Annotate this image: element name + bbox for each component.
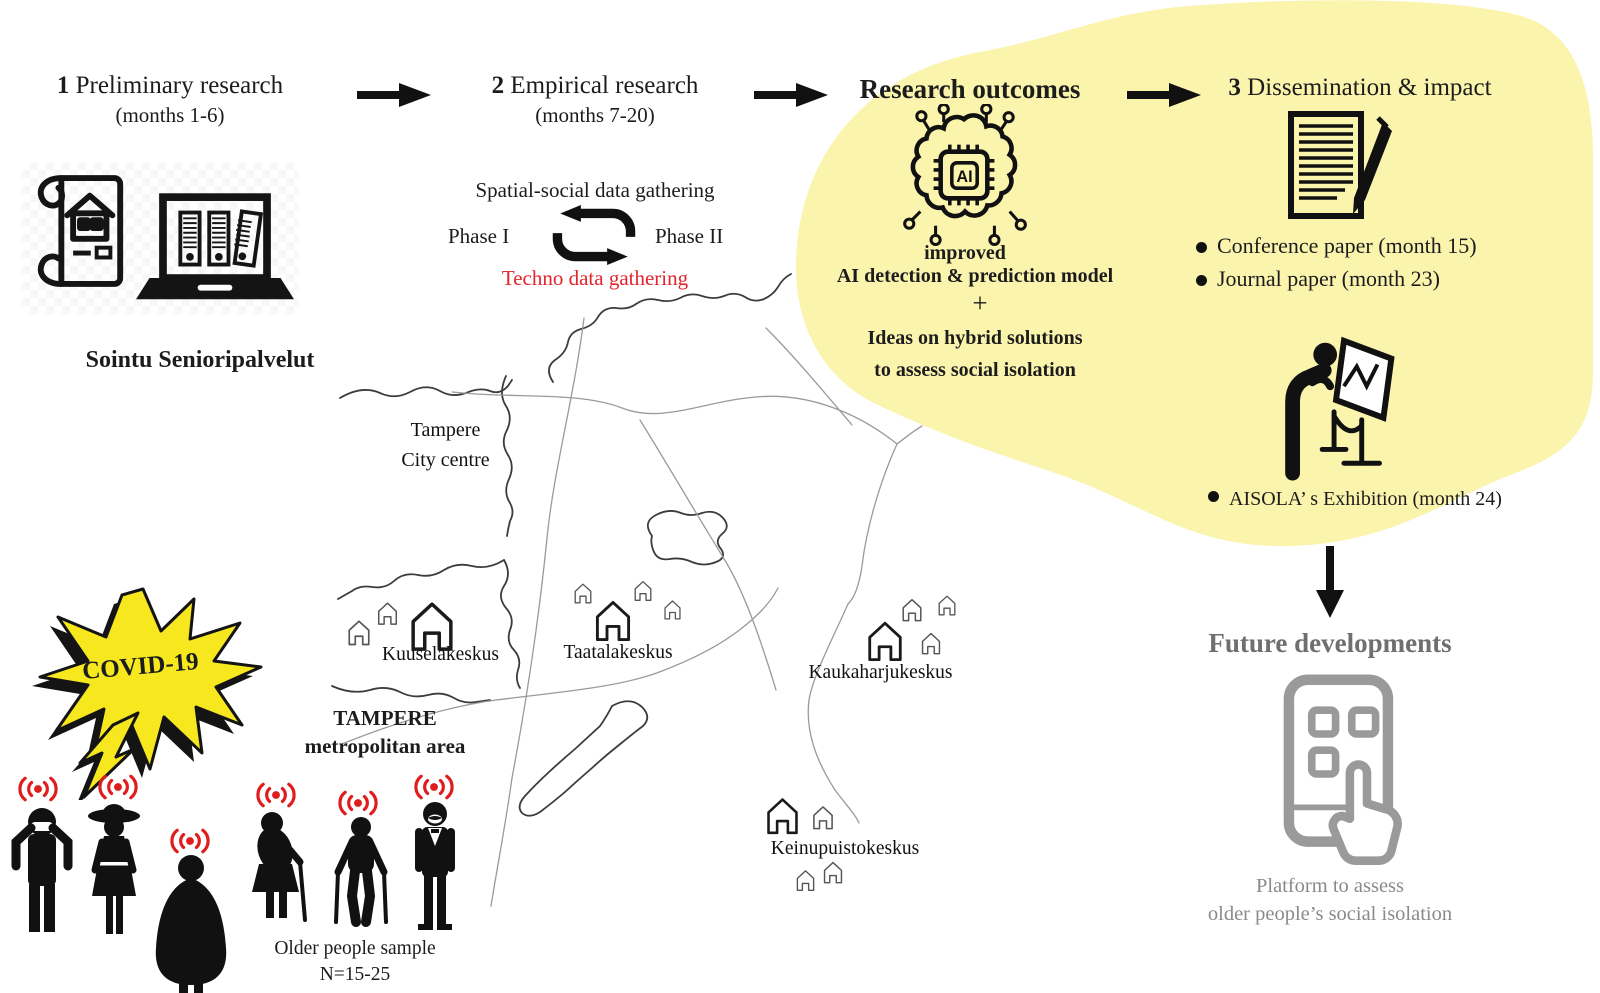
sample-caption-line1: Older people sample (274, 938, 436, 959)
future-caption-line2: older people’s social isolation (1207, 903, 1453, 925)
step2-header: 2 Empirical research (months 7-20) (450, 72, 740, 128)
step3-number: 3 (1228, 74, 1241, 101)
covid-burst-icon (32, 587, 263, 800)
house-icon (634, 581, 652, 601)
paper-pen-icon (1288, 111, 1392, 219)
step1-number: 1 (56, 72, 70, 99)
city-centre-label: Tampere City centre (378, 415, 513, 475)
city-label-line2: City centre (401, 449, 490, 471)
house-icon (796, 870, 815, 891)
phone-touch-icon (1283, 674, 1402, 865)
house-icon (823, 861, 843, 884)
centre-label-kaukaharjukeskus: Kaukaharjukeskus (808, 662, 953, 683)
arrow-icon (357, 83, 431, 107)
step2-title: Empirical research (510, 72, 699, 99)
centre-label-taatalakeskus: Taatalakeskus (563, 642, 673, 663)
ai-chip-icon: AI (903, 104, 1027, 246)
step1-header: 1 Preliminary research (months 1-6) (25, 72, 315, 128)
cycle-icon (552, 205, 636, 265)
city-label-line1: Tampere (410, 419, 481, 441)
metro-area-label: TAMPERE metropolitan area (285, 704, 485, 760)
exhibition-icon (1285, 336, 1395, 481)
dissemination-bullet-1: Conference paper (month 15) (1196, 233, 1477, 259)
blueprint-icon (37, 175, 124, 287)
dissemination-bullet-3: AISOLA’ s Exhibition (month 24) (1208, 488, 1502, 511)
house-icon (868, 621, 902, 662)
older-person-gentleman (415, 802, 455, 930)
gathering-label: Spatial-social data gathering (475, 178, 715, 202)
step3-title: Dissemination & impact (1247, 74, 1492, 101)
centre-label-kuuselakeskus: Kuuselakeskus (382, 644, 499, 665)
techno-label: Techno data gathering (501, 266, 689, 290)
house-icon (595, 600, 631, 642)
signal-icon (414, 774, 454, 800)
down-arrow-icon (1316, 546, 1344, 618)
step3-header: 3 Dissemination & impact (1195, 74, 1525, 102)
centre-label-keinupuistokeskus: Keinupuistokeskus (770, 838, 920, 859)
house-icon (938, 595, 956, 616)
bullet-dot-icon (1196, 242, 1207, 253)
signal-icon (18, 776, 58, 802)
bullet-dot-icon (1208, 491, 1219, 502)
arrow-icon (754, 83, 828, 107)
arrow-icon (1127, 83, 1201, 107)
step1-title: Preliminary research (75, 72, 284, 99)
house-icon (574, 583, 592, 604)
org-name: Sointu Senioripalvelut (85, 347, 315, 373)
sample-caption: Older people sample N=15-25 (250, 936, 460, 988)
older-person-woman-cane (252, 812, 307, 922)
bullet-2-label: Journal paper (month 23) (1217, 266, 1440, 291)
house-icon (664, 600, 681, 620)
future-title: Future developments (1208, 628, 1452, 658)
future-caption: Platform to assess older people’s social… (1155, 872, 1505, 928)
outcome-ideas-2: to assess social isolation (874, 359, 1076, 381)
step1-months: (months 1-6) (115, 103, 225, 127)
research-outcomes-title: Research outcomes (859, 74, 1081, 104)
house-icon (767, 798, 798, 835)
bullet-1-label: Conference paper (month 15) (1217, 233, 1477, 258)
signal-icon (256, 782, 296, 808)
older-person-heavy-woman (155, 855, 227, 993)
step2-number: 2 (491, 72, 505, 99)
metro-area-line1: TAMPERE (333, 706, 437, 730)
outcome-model: AI detection & prediction model (836, 265, 1114, 287)
step2-months: (months 7-20) (535, 103, 655, 127)
older-person-woman-hat (88, 804, 140, 934)
metro-area-line2: metropolitan area (304, 734, 466, 758)
phase2-label: Phase II (655, 224, 724, 248)
older-person-man-crutches (334, 817, 388, 927)
phase1-label: Phase I (448, 224, 510, 248)
house-icon (813, 806, 833, 830)
signal-icon (170, 828, 210, 854)
outcome-improved: improved (924, 242, 1006, 264)
ai-chip-text: AI (956, 168, 972, 186)
bullet-dot-icon (1196, 275, 1207, 286)
house-icon (411, 602, 453, 651)
house-icon (902, 598, 922, 622)
dissemination-bullet-2: Journal paper (month 23) (1196, 266, 1440, 292)
signal-icon (98, 774, 138, 800)
laptop-archive-icon (136, 193, 294, 300)
bullet-3-label: AISOLA’ s Exhibition (month 24) (1229, 488, 1502, 510)
house-icon (377, 602, 398, 625)
outcome-ideas-1: Ideas on hybrid solutions (867, 327, 1083, 349)
house-icon (348, 620, 370, 646)
plus-sign: + (972, 288, 988, 318)
house-icon (921, 632, 941, 655)
older-person-masked-man (11, 808, 73, 932)
signal-icon (338, 790, 378, 816)
future-caption-line1: Platform to assess (1255, 875, 1405, 897)
sample-caption-line2: N=15-25 (319, 964, 391, 985)
